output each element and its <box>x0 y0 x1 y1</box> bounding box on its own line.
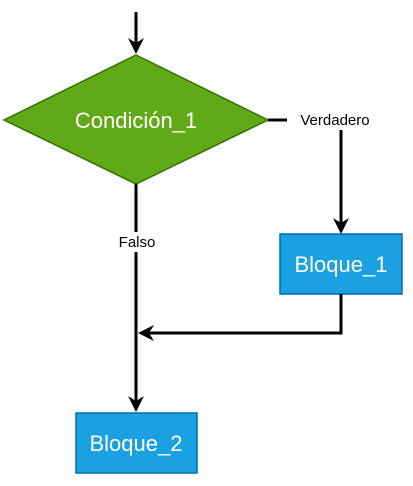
true-branch-arrowhead <box>333 218 349 234</box>
block-1-box[interactable] <box>279 233 403 295</box>
block-2-label: Bloque_2 <box>90 431 183 456</box>
true-branch-line <box>268 118 343 228</box>
true-label-background <box>287 110 383 130</box>
false-branch-arrowhead <box>128 396 144 412</box>
block-1-label: Bloque_1 <box>295 252 388 277</box>
true-branch-label: Verdadero <box>300 112 369 129</box>
merge-line <box>148 294 343 335</box>
merge-arrowhead <box>138 325 154 341</box>
condition-label: Condición_1 <box>75 108 197 133</box>
false-label-background <box>111 232 163 252</box>
entry-arrowhead <box>128 38 144 54</box>
block-2-box[interactable] <box>75 412 198 474</box>
false-branch-label: Falso <box>119 234 156 251</box>
